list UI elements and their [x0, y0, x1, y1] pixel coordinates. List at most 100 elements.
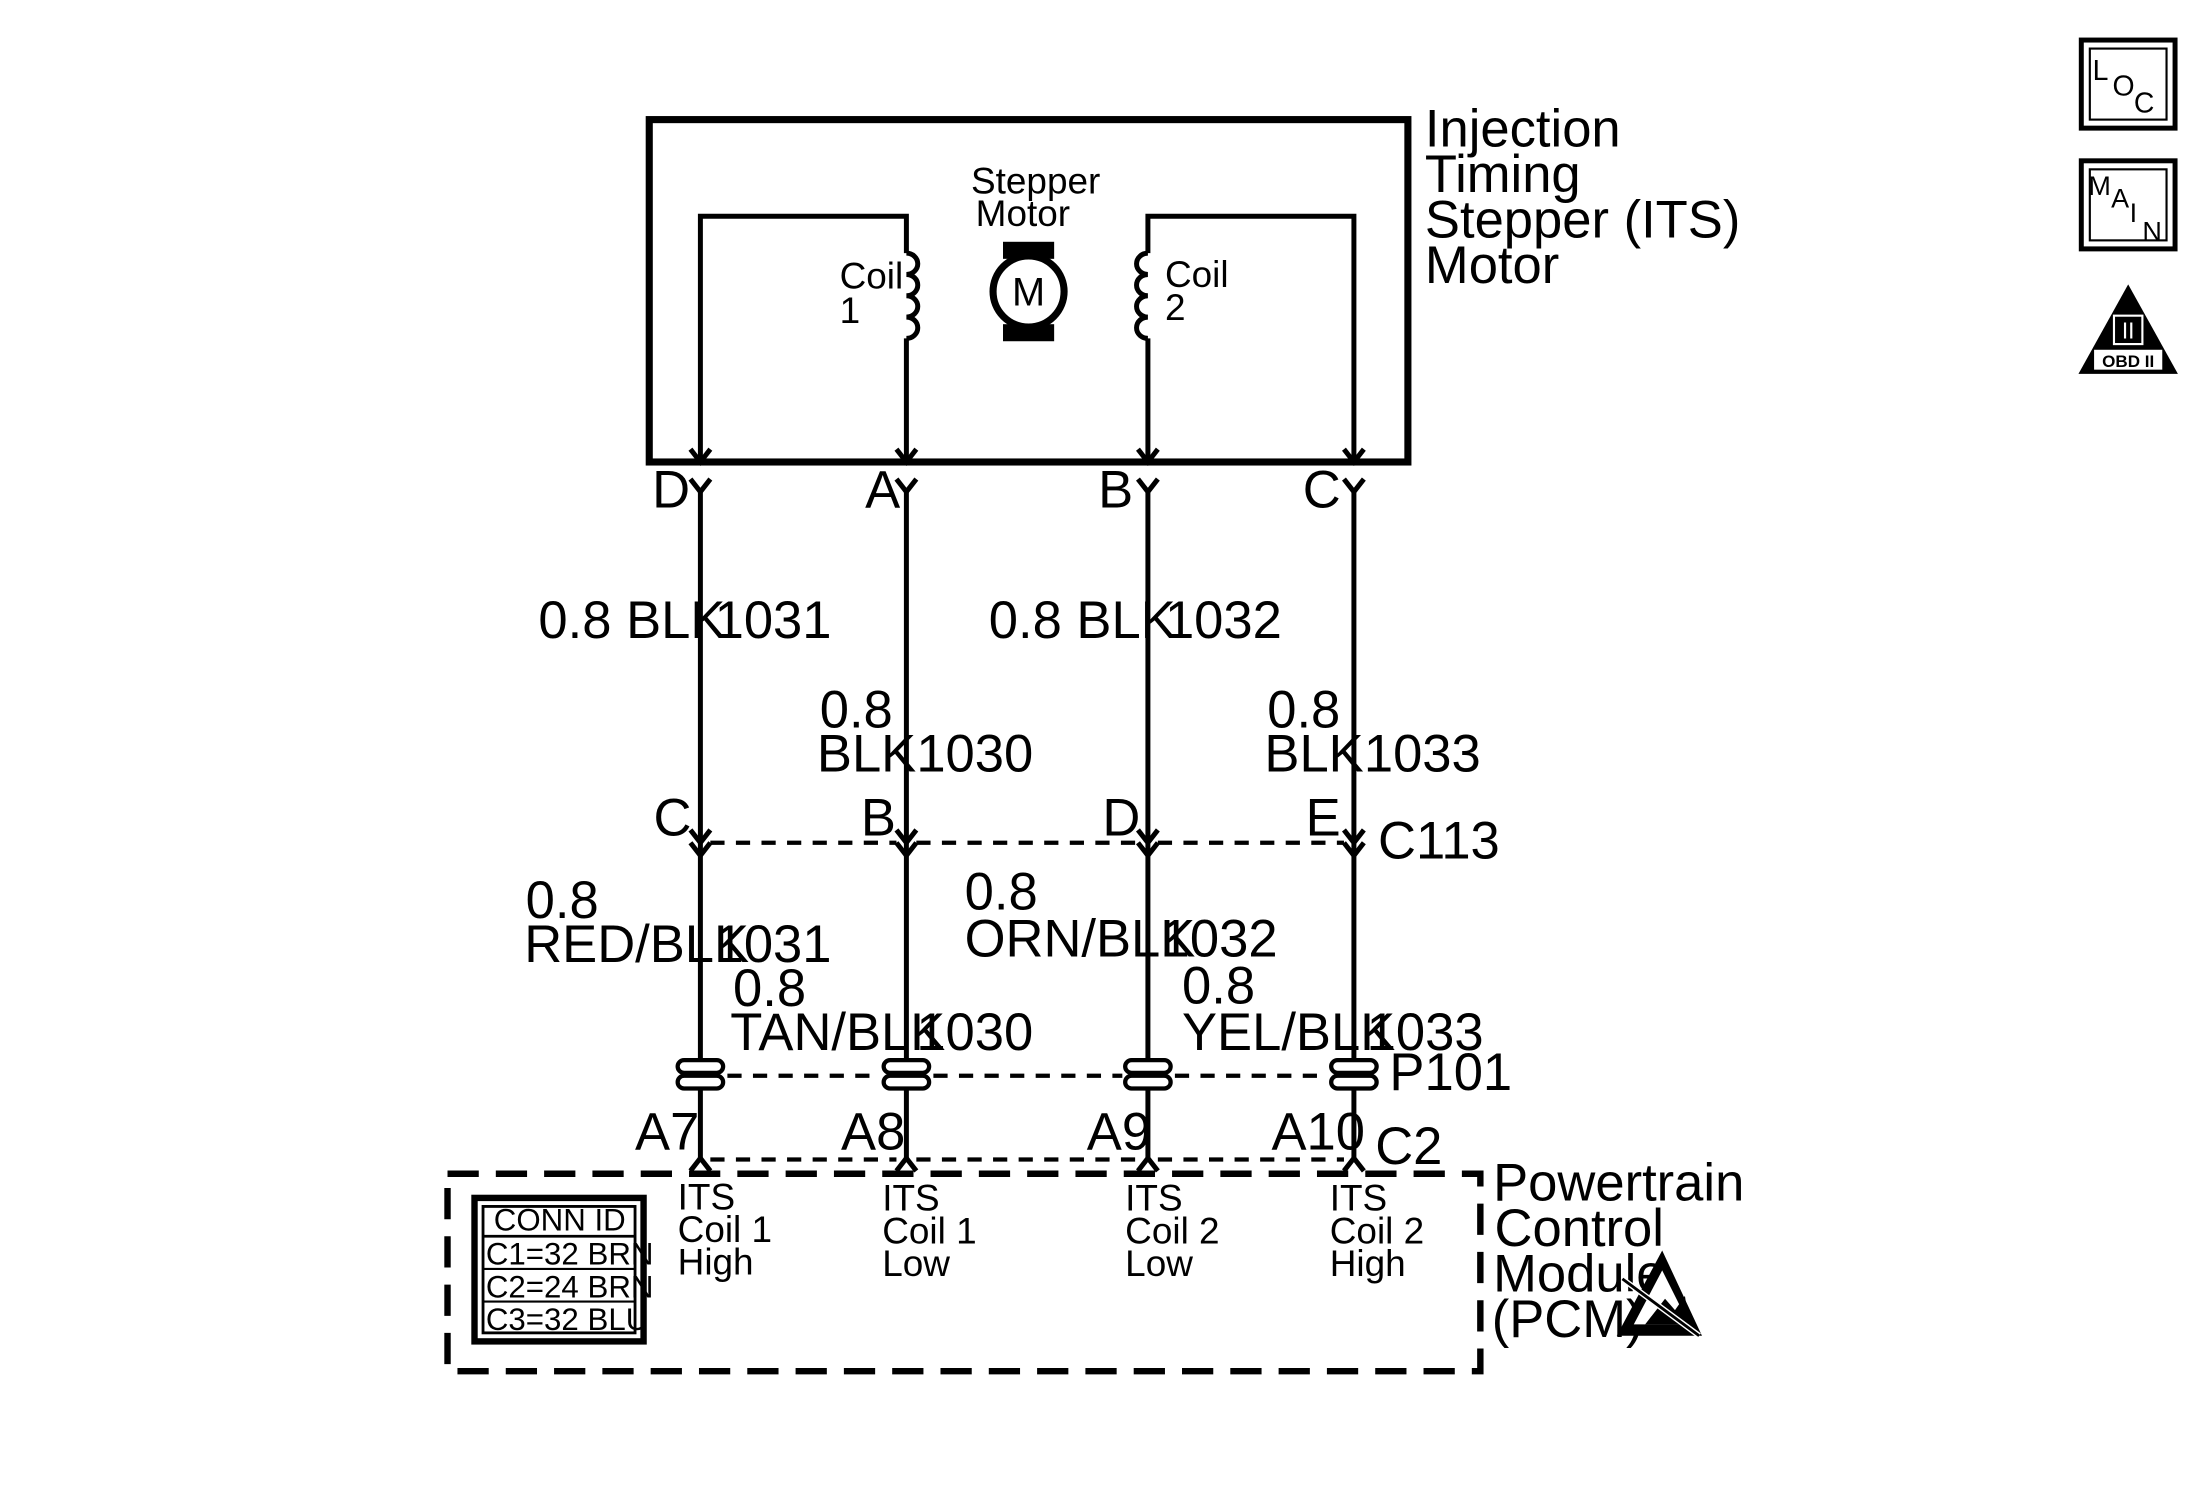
terminal-label: ITS — [678, 1176, 735, 1217]
terminal-label: Low — [882, 1243, 950, 1284]
conn-id-table: CONN ID C1=32 BRN C2=24 BRN C3=32 BLU — [471, 1194, 654, 1345]
wire-1032-lower-color: ORN/BLK — [965, 909, 1196, 968]
main-letter: M — [2088, 171, 2110, 201]
wire-1030-lower-circuit: 1030 — [916, 1003, 1033, 1062]
component-title-line2: Timing — [1425, 145, 1581, 204]
circuit-wires — [697, 491, 1357, 1159]
c113-pin-d: D — [1102, 789, 1140, 848]
coil-1-winding — [906, 250, 921, 341]
wire-1031-upper-circuit: 1031 — [715, 591, 832, 650]
component-title-line4: Motor — [1425, 236, 1559, 295]
p101-terminal — [1329, 1057, 1379, 1091]
component-title-line1: Injection — [1425, 100, 1621, 159]
c113-connector — [688, 828, 1366, 860]
c113-pin-e: E — [1306, 789, 1341, 848]
terminal-label: Coil 2 — [1125, 1210, 1219, 1251]
c2-pin-a10: A10 — [1272, 1103, 1366, 1162]
wire-1031-lower-color: RED/BLK — [524, 915, 749, 974]
pcm-title-line3: Module — [1493, 1245, 1665, 1304]
wire-1033-lower-circuit: 1033 — [1367, 1003, 1484, 1062]
wire-1031-lower-gauge: 0.8 — [526, 871, 599, 930]
wire-1030-upper-color: BLK — [817, 725, 916, 784]
p101-label: P101 — [1389, 1043, 1512, 1102]
wire-1030-upper-gauge: 0.8 — [820, 681, 893, 740]
wire-1033-lower-gauge: 0.8 — [1182, 956, 1255, 1015]
coil-2-label: Coil — [1165, 254, 1229, 295]
top-pin-b: B — [1098, 460, 1133, 519]
p101-terminal — [1123, 1057, 1173, 1091]
pcm-terminal-coil1-high: ITS Coil 1 High — [678, 1176, 772, 1282]
wire-1033-lower-color: YEL/BLK — [1182, 1003, 1395, 1062]
pcm-title-line2: Control — [1495, 1199, 1664, 1258]
pcm-terminal-coil1-low: ITS Coil 1 Low — [882, 1178, 976, 1284]
p101-connector — [675, 1057, 1379, 1091]
stepper-motor-icon: M — [989, 241, 1068, 342]
main-letter: I — [2130, 198, 2138, 228]
terminal-label: ITS — [1330, 1178, 1387, 1219]
pcm-title-line4: (PCM) — [1492, 1290, 1644, 1349]
conn-id-row: C3=32 BLU — [486, 1302, 648, 1337]
loc-letter: C — [2134, 88, 2155, 120]
coil-1-number: 1 — [840, 290, 861, 331]
terminal-label: High — [1330, 1243, 1406, 1284]
wire-1033-upper-gauge: 0.8 — [1267, 681, 1340, 740]
c2-pin-a7: A7 — [635, 1103, 699, 1162]
top-pin-d: D — [652, 460, 690, 519]
terminal-label: High — [678, 1242, 754, 1283]
motor-symbol-label: M — [1012, 271, 1045, 315]
pcm-component — [444, 1170, 1484, 1375]
top-pin-a: A — [865, 460, 900, 519]
wire-1031-lower-circuit: 1031 — [715, 915, 832, 974]
obd-ii-icon: II OBD II — [2078, 284, 2178, 374]
main-letter: N — [2142, 216, 2162, 246]
obd-label: OBD II — [2102, 352, 2154, 371]
pcm-terminal-coil2-high: ITS Coil 2 High — [1330, 1178, 1424, 1284]
main-letter: A — [2111, 184, 2129, 214]
wire-1032-lower-circuit: 1032 — [1161, 909, 1278, 968]
wire-1030-lower-gauge: 0.8 — [733, 959, 806, 1018]
loc-letter: O — [2113, 70, 2135, 102]
wire-1032-upper-circuit: 1032 — [1165, 591, 1282, 650]
terminal-label: ITS — [1125, 1178, 1182, 1219]
c2-pin-a9: A9 — [1087, 1103, 1151, 1162]
coil-1-label: Coil — [840, 256, 904, 297]
loc-icon: L O C — [2078, 37, 2178, 131]
wire-1032-upper-gauge: 0.8 BLK — [989, 591, 1176, 650]
terminal-label: ITS — [882, 1178, 939, 1219]
wire-1030-lower-color: TAN/BLK — [730, 1003, 945, 1062]
main-icon: M A I N — [2078, 158, 2178, 252]
terminal-label: Low — [1125, 1243, 1193, 1284]
component-title-line3: Stepper (ITS) — [1425, 191, 1740, 250]
internal-arrowheads — [688, 447, 1366, 467]
loc-letter: L — [2093, 55, 2109, 87]
stepper-label-1: Stepper — [971, 160, 1100, 201]
conn-id-row: C2=24 BRN — [486, 1269, 654, 1304]
its-motor-component: M Stepper Motor Coil 1 Coil 2 — [645, 116, 1412, 467]
top-connector-terminals — [688, 477, 1366, 496]
terminal-label: Coil 1 — [678, 1209, 772, 1250]
wire-1030-upper-circuit: 1030 — [916, 725, 1033, 784]
top-pin-c: C — [1303, 460, 1341, 519]
wire-1033-upper-color: BLK — [1264, 725, 1363, 784]
obd-numeral: II — [2122, 317, 2135, 343]
conn-id-header: CONN ID — [494, 1203, 626, 1238]
c113-label: C113 — [1378, 811, 1500, 870]
wire-1031-upper-gauge: 0.8 BLK — [538, 591, 725, 650]
terminal-label: Coil 1 — [882, 1210, 976, 1251]
c2-connector — [688, 1154, 1366, 1173]
terminal-label: Coil 2 — [1330, 1210, 1424, 1251]
pcm-terminal-coil2-low: ITS Coil 2 Low — [1125, 1178, 1219, 1284]
coil-2-winding — [1134, 250, 1149, 341]
wire-1032-lower-gauge: 0.8 — [965, 863, 1038, 922]
c113-pin-c: C — [654, 789, 692, 848]
c2-pin-a8: A8 — [841, 1103, 905, 1162]
pcm-title-line1: Powertrain — [1493, 1154, 1744, 1213]
esd-warning-icon — [1616, 1250, 1702, 1338]
conn-id-row: C1=32 BRN — [486, 1237, 654, 1272]
coil-2-number: 2 — [1165, 287, 1186, 328]
c2-label: C2 — [1375, 1117, 1442, 1176]
p101-terminal — [675, 1057, 726, 1091]
c113-pin-b: B — [861, 789, 896, 848]
p101-terminal — [881, 1057, 932, 1091]
